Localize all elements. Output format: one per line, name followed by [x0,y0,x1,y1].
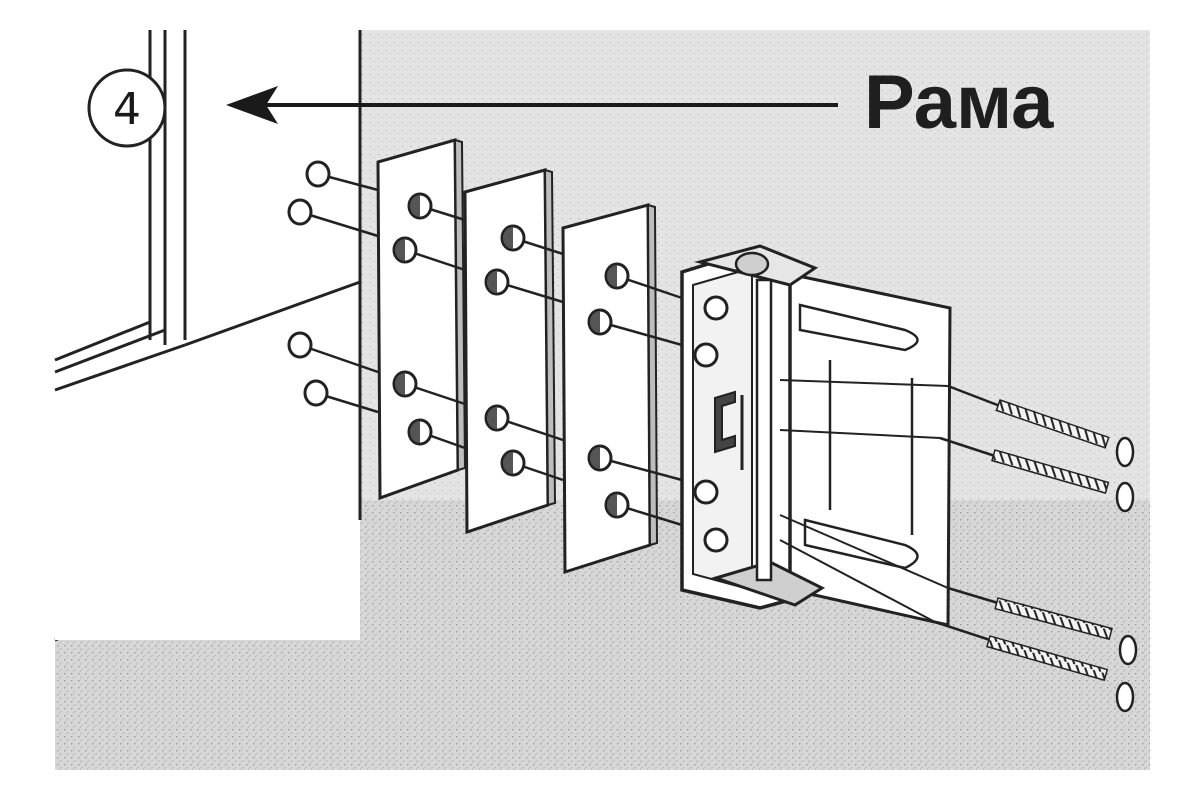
step-number: 4 [113,84,141,135]
hole-shading [395,195,617,516]
spacer-plate-2 [463,168,557,535]
spacer-plate-1 [376,138,467,501]
hinge-bracket [680,244,952,627]
spacer-plate-3 [561,203,659,575]
screws [934,384,1138,713]
screw-leader-lines [779,379,949,623]
arrow-to-frame [226,86,838,124]
step-number-badge: 4 [87,68,167,148]
frame-label: Рама [864,60,1054,145]
mounting-holes [287,160,331,407]
